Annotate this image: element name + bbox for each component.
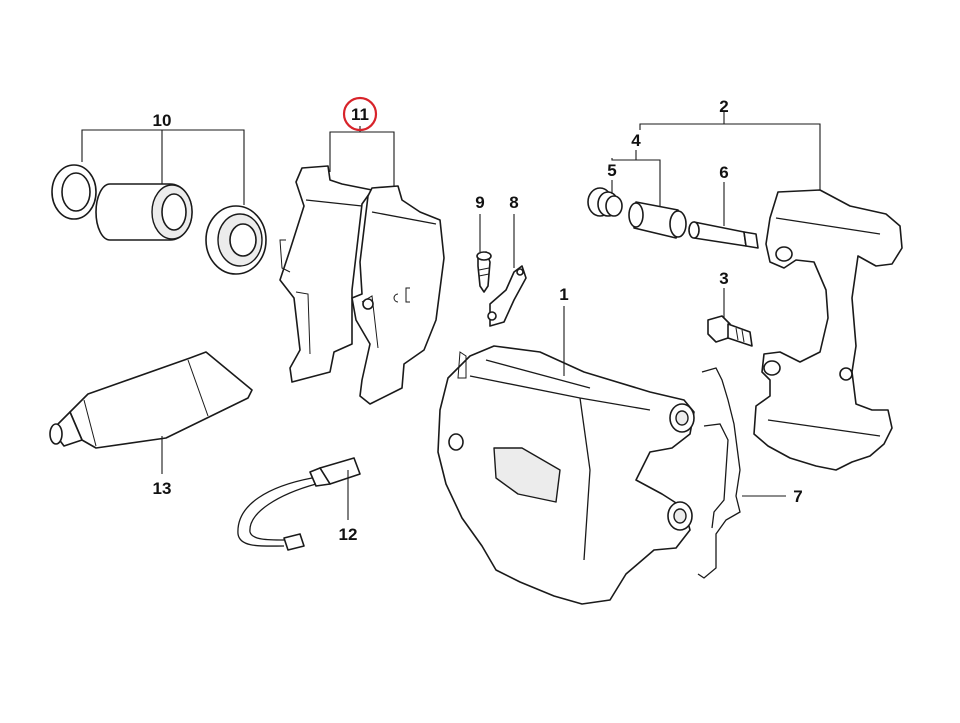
callout-3: 3 — [719, 269, 728, 288]
part-1-caliper-housing — [437, 306, 695, 605]
callout-6: 6 — [719, 163, 728, 182]
callout-4: 4 — [631, 131, 641, 150]
callout-1: 1 — [559, 285, 568, 304]
part-2-caliper-carrier — [639, 112, 903, 471]
part-8-bleed-cap — [487, 214, 527, 327]
part-13-grease-tube — [49, 351, 253, 474]
callout-8: 8 — [509, 193, 518, 212]
callout-7: 7 — [793, 487, 802, 506]
callout-11: 11 — [351, 105, 369, 124]
callout-2: 2 — [719, 97, 728, 116]
callout-12: 12 — [339, 525, 358, 544]
callout-13: 13 — [153, 479, 172, 498]
part-12-wear-sensor — [237, 457, 361, 551]
part-4-guide-sleeve — [611, 150, 687, 239]
part-7-anti-rattle-spring — [697, 367, 786, 579]
callout-5: 5 — [607, 161, 616, 180]
callout-11-highlight-ring — [342, 96, 378, 132]
part-3-bolt — [707, 288, 753, 347]
callout-9: 9 — [475, 193, 484, 212]
part-6-guide-pin — [688, 182, 759, 249]
callout-10: 10 — [153, 111, 172, 130]
part-9-bleed-screw — [476, 214, 492, 293]
part-11-brake-pads — [279, 126, 445, 405]
part-5-guide-boot — [587, 180, 623, 217]
part-10-piston-assembly — [51, 129, 267, 275]
